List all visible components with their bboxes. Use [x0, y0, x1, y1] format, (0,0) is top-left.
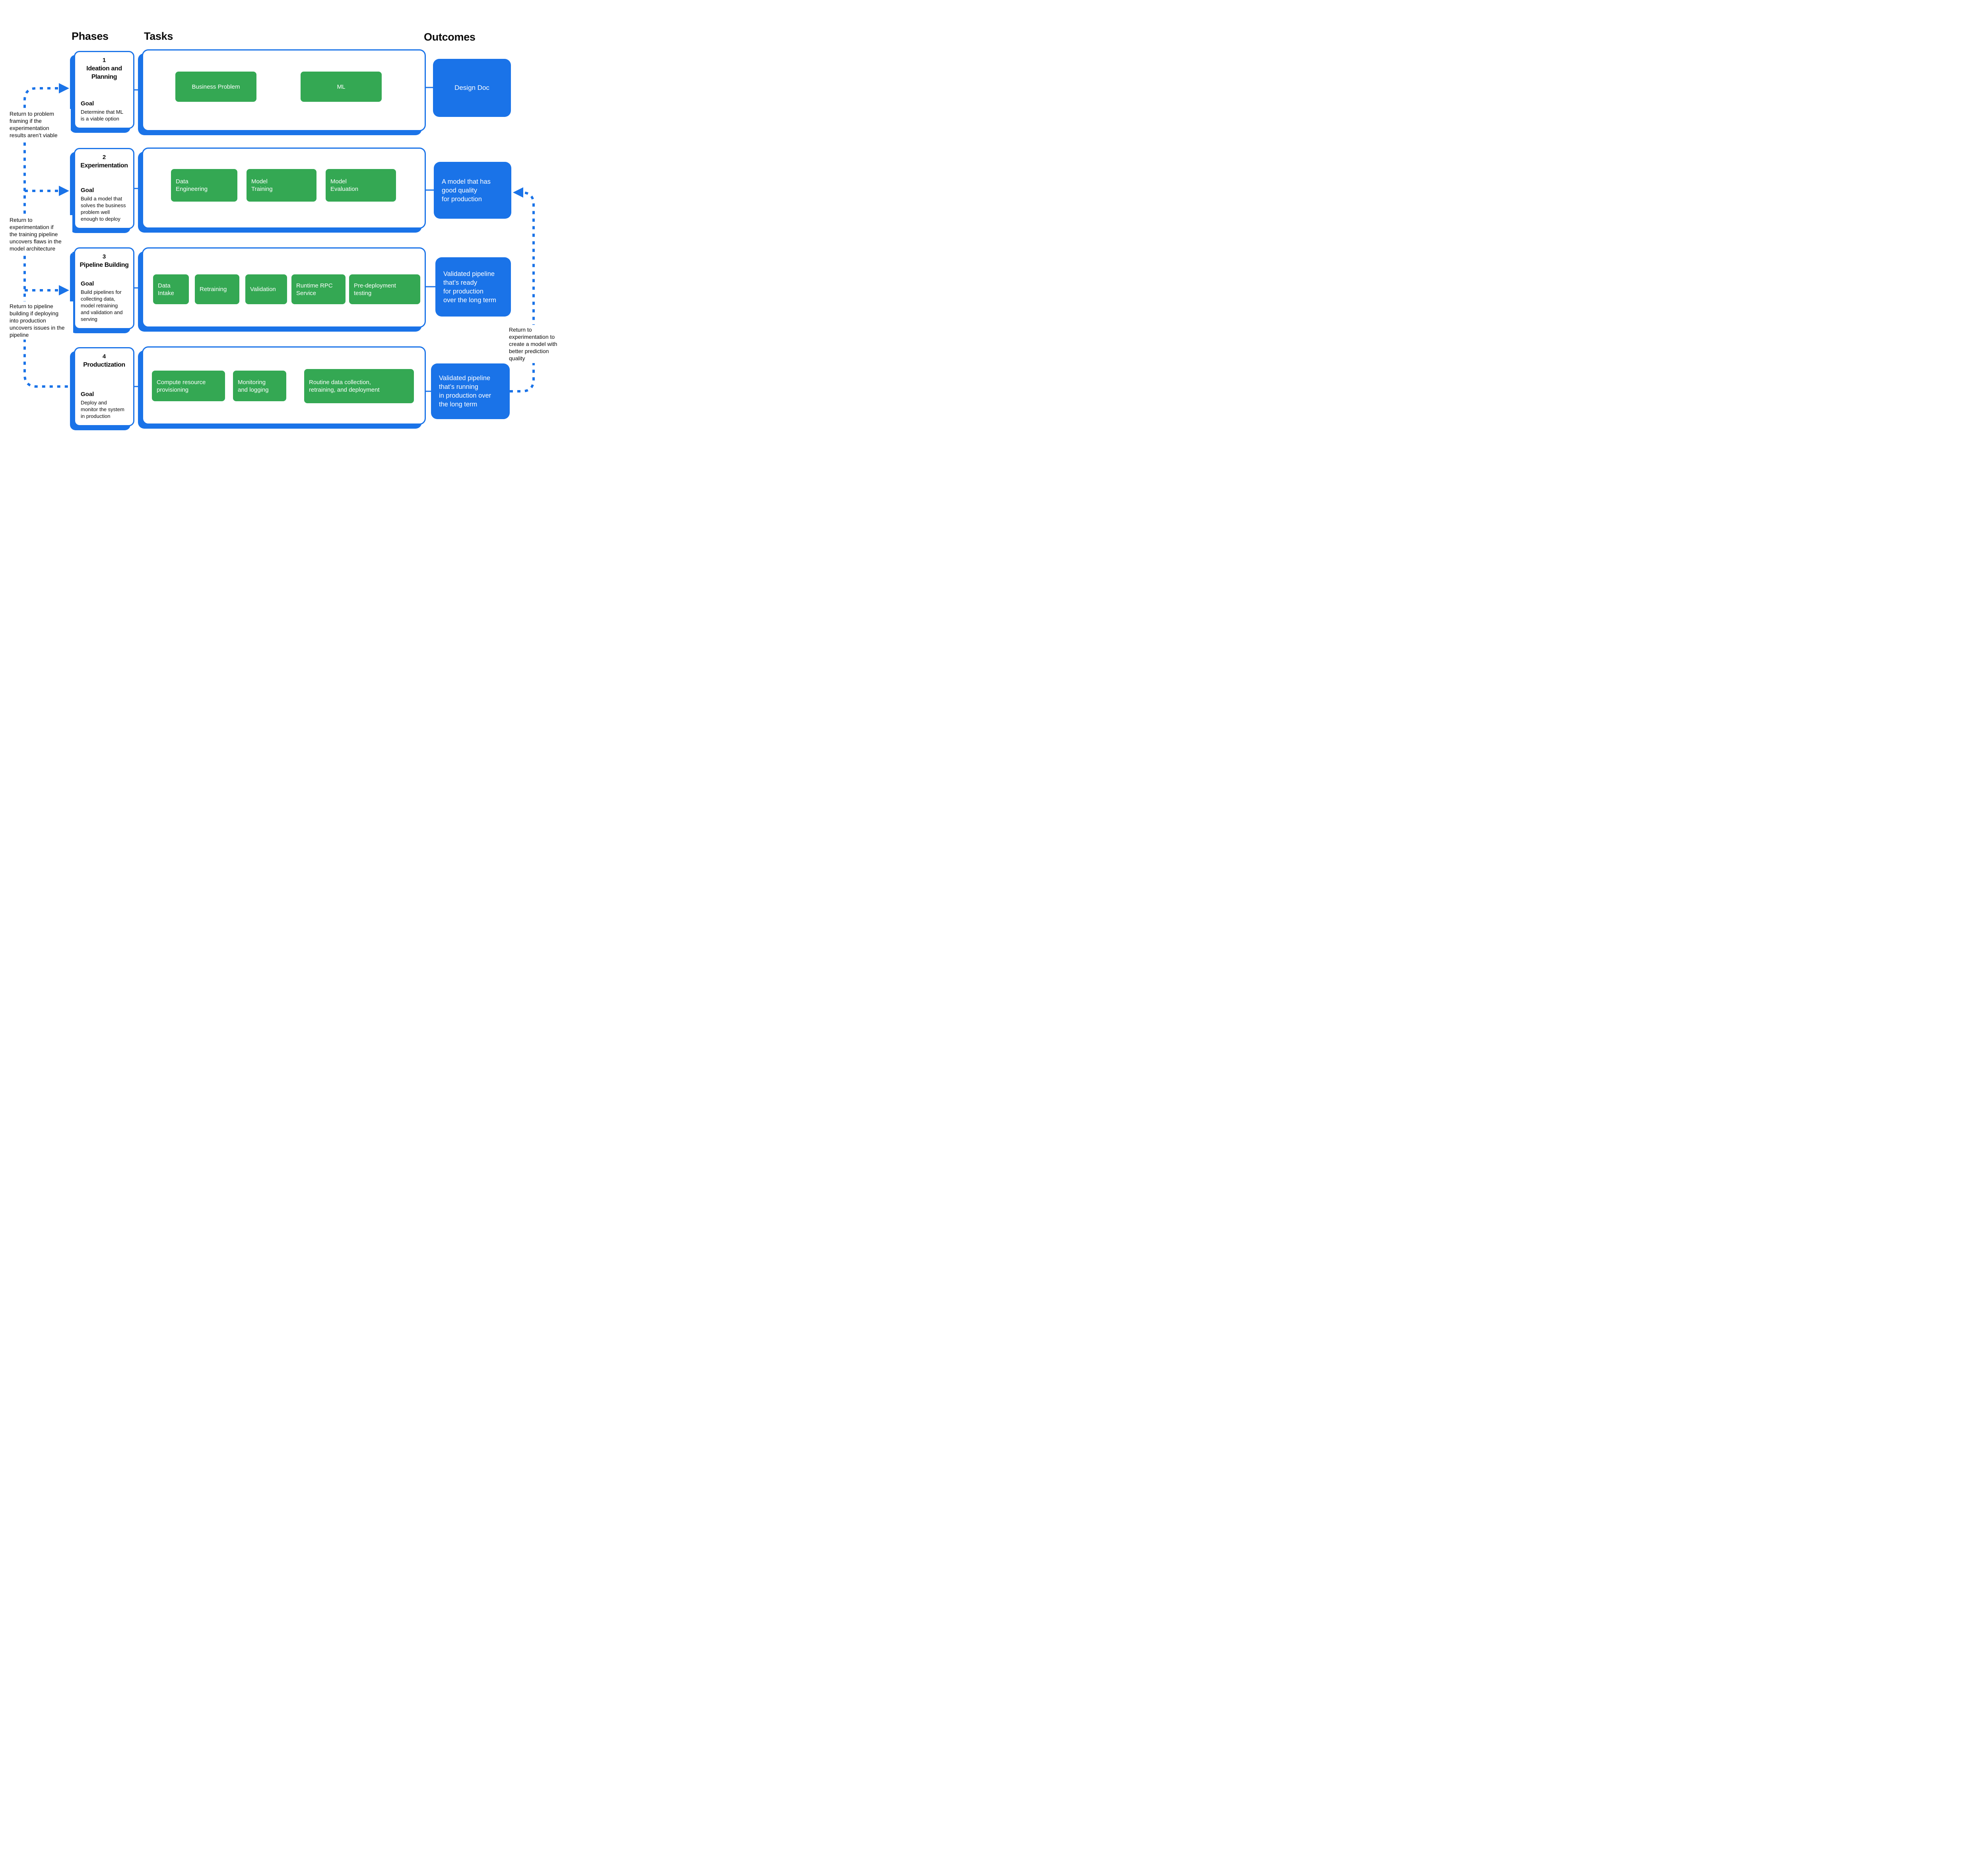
- task-ml: ML: [301, 72, 382, 102]
- phase-number: 1: [102, 57, 106, 64]
- goal-label: Goal: [81, 187, 94, 194]
- outcome-pipeline-running: Validated pipeline that’s running in pro…: [431, 363, 510, 419]
- phase-goal: Goal Determine that ML is a viable optio…: [78, 100, 130, 128]
- phase-number: 2: [102, 154, 106, 161]
- phase-card-ideation-planning: 1 Ideation and Planning Goal Determine t…: [74, 51, 134, 129]
- goal-text: Build a model that solves the business p…: [81, 196, 126, 222]
- phase-number: 3: [102, 253, 106, 260]
- task-retraining: Retraining: [195, 274, 239, 304]
- phase-title: Experimentation: [80, 162, 128, 169]
- feedback-arrow-right-icon: [59, 186, 69, 196]
- phase-goal: Goal Deploy and monitor the system in pr…: [78, 391, 130, 425]
- annotation-return-problem-framing: Return to problem framing if the experim…: [9, 109, 71, 140]
- phase-goal: Goal Build pipelines for collecting data…: [78, 280, 130, 328]
- task-data-intake: Data Intake: [153, 274, 189, 304]
- outcome-pipeline-ready: Validated pipeline that’s ready for prod…: [435, 257, 511, 317]
- goal-text: Determine that ML is a viable option: [81, 109, 123, 122]
- annotation-return-pipeline-building: Return to pipeline building if deploying…: [9, 301, 73, 340]
- goal-text: Build pipelines for collecting data, mod…: [81, 289, 123, 322]
- phase-title: Pipeline Building: [80, 262, 129, 268]
- phase-title: Productization: [83, 361, 125, 368]
- outcome-design-doc: Design Doc: [433, 59, 511, 117]
- phase-number: 4: [102, 353, 106, 360]
- task-validation: Validation: [245, 274, 287, 304]
- goal-label: Goal: [81, 280, 94, 287]
- phase-goal: Goal Build a model that solves the busin…: [78, 187, 130, 228]
- phase-title: Ideation and Planning: [86, 65, 122, 80]
- phases-header: Phases: [72, 30, 109, 42]
- task-model-training: Model Training: [247, 169, 316, 202]
- goal-label: Goal: [81, 391, 94, 398]
- tasks-header: Tasks: [144, 30, 173, 42]
- phase-card-productization: 4 Productization Goal Deploy and monitor…: [74, 347, 134, 426]
- task-compute-resource-provisioning: Compute resource provisioning: [152, 371, 225, 401]
- goal-label: Goal: [81, 100, 94, 107]
- task-model-evaluation: Model Evaluation: [326, 169, 396, 202]
- outcomes-header: Outcomes: [424, 31, 476, 43]
- outcome-model-quality: A model that has good quality for produc…: [434, 162, 511, 219]
- task-business-problem: Business Problem: [175, 72, 256, 102]
- annotation-return-experimentation: Return to experimentation if the trainin…: [9, 215, 72, 253]
- task-data-engineering: Data Engineering: [171, 169, 237, 202]
- feedback-arrow-right-icon: [59, 83, 69, 93]
- goal-text: Deploy and monitor the system in product…: [81, 400, 124, 419]
- feedback-line-right-spine: [510, 191, 535, 392]
- phase-card-pipeline-building: 3 Pipeline Building Goal Build pipelines…: [74, 247, 134, 329]
- feedback-arrow-left-icon: [513, 187, 523, 198]
- annotation-return-experimentation-quality: Return to experimentation to create a mo…: [508, 325, 564, 363]
- task-pre-deployment-testing: Pre-deployment testing: [349, 274, 420, 304]
- phase-card-experimentation: 2 Experimentation Goal Build a model tha…: [74, 148, 134, 229]
- task-routine-data-collection: Routine data collection, retraining, and…: [304, 369, 414, 403]
- feedback-arrow-right-icon: [59, 285, 69, 295]
- task-runtime-rpc-service: Runtime RPC Service: [291, 274, 346, 304]
- mlops-phases-diagram: Phases Tasks Outcomes 1 Ideation and Pla…: [0, 0, 564, 465]
- task-monitoring-and-logging: Monitoring and logging: [233, 371, 286, 401]
